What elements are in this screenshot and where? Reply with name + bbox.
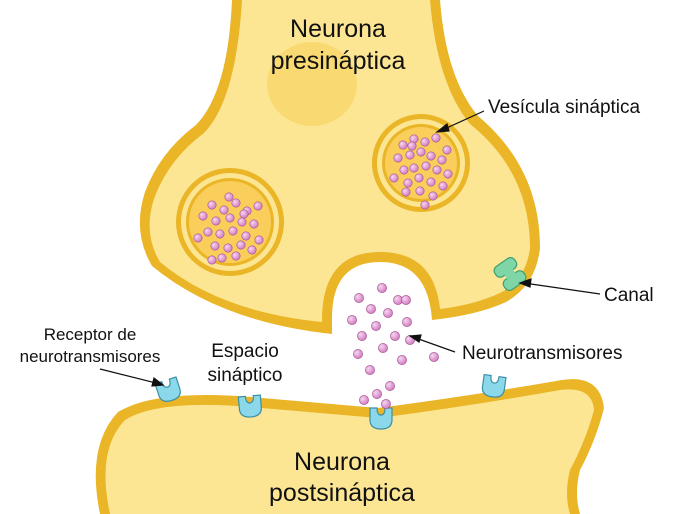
neurotransmitter-molecule (437, 155, 447, 165)
postsynaptic-label-line1: Neurona (294, 448, 390, 476)
neurotransmitter-molecule (203, 227, 213, 237)
cleft-label-line1: Espacio (211, 341, 279, 362)
neurotransmitter-molecule (365, 365, 375, 375)
neurotransmitter-molecule (217, 253, 227, 263)
neurotransmitters-label: Neurotransmisores (462, 343, 623, 364)
channel-pointer-arrowhead (518, 278, 532, 288)
pointer-lines (99, 110, 601, 387)
presynaptic-label-line2: presináptica (271, 47, 406, 75)
neurotransmitter-receptor (369, 407, 393, 430)
neurotransmitter-molecule (211, 216, 221, 226)
channel-label: Canal (604, 285, 654, 306)
neurotransmitter-molecule (393, 153, 403, 163)
neurotransmitter-molecule (193, 233, 203, 243)
neurotransmitter-molecule (401, 295, 411, 305)
neurotransmitter-receptor (237, 394, 262, 418)
neurotransmitter-molecule (254, 235, 264, 245)
neurotransmitter-molecule (426, 151, 436, 161)
neurotransmitter-molecule (443, 169, 453, 179)
receptor-label-line2: neurotransmisores (20, 347, 161, 366)
neurotransmitter-molecule (383, 308, 393, 318)
neurotransmitter-molecule (429, 352, 439, 362)
neurotransmitter-molecule (438, 181, 448, 191)
neurotransmitter-molecule (401, 187, 411, 197)
neurotransmitter-molecule (207, 200, 217, 210)
neurotransmitter-molecule (385, 381, 395, 391)
channel-pointer (523, 282, 601, 295)
neurotransmitter-molecule (432, 165, 442, 175)
neurotransmitter-molecule (236, 240, 246, 250)
neurotransmitter-molecule (224, 192, 234, 202)
neurotransmitter-molecule (210, 241, 220, 251)
neurotransmitter-molecule (372, 389, 382, 399)
neurotransmitter-molecule (253, 201, 263, 211)
neurotransmitter-receptor (481, 373, 507, 398)
neurotransmitter-molecule (420, 137, 430, 147)
vesicle-pointer-arrowhead (435, 122, 450, 133)
neurotransmitter-molecule (397, 355, 407, 365)
neurotransmitter-molecule (354, 293, 364, 303)
neurotransmitter-molecule (371, 321, 381, 331)
receptor-pointer (99, 368, 161, 385)
neurotransmitter-molecule (228, 226, 238, 236)
neurotransmitter-molecule (207, 255, 217, 265)
neurotransmitter-molecule (219, 205, 229, 215)
synaptic-vesicle (372, 114, 470, 212)
neurotransmitter-molecule (398, 140, 408, 150)
neurotransmitter-molecule (377, 283, 387, 293)
neurotransmitter-molecule (389, 173, 399, 183)
neurotransmitter-molecule (231, 198, 241, 208)
neurotransmitter-molecule (421, 161, 431, 171)
neurotransmitter-molecule (247, 245, 257, 255)
neurotransmitter-molecule (399, 165, 409, 175)
cleft-label-line2: sináptico (208, 365, 283, 386)
neurotransmitter-molecule (215, 229, 225, 239)
neurotransmitter-molecule (231, 251, 241, 261)
neurotransmitter-molecule (378, 343, 388, 353)
neurotransmitter-molecule (366, 304, 376, 314)
neurotransmitter-molecule (428, 191, 438, 201)
postsynaptic-cytoplasm (105, 389, 594, 514)
neurotransmitter-molecule (414, 173, 424, 183)
neurotransmitter-molecule (442, 145, 452, 155)
neurotransmitter-molecule (407, 141, 417, 151)
neurotransmitter-molecule (359, 395, 369, 405)
nucleus (267, 42, 357, 126)
neurotransmitter-molecule (420, 200, 430, 210)
neurotransmitter-molecule (223, 243, 233, 253)
neurotransmitter-molecule (239, 209, 249, 219)
neurotransmitter-molecule (415, 186, 425, 196)
neurotransmitter-molecule (402, 317, 412, 327)
neurotransmitters-pointer-arrowhead (408, 334, 422, 343)
neurotransmitter-molecule (431, 133, 441, 143)
neurotransmitter-molecule (241, 231, 251, 241)
neurotransmitter-molecule (416, 147, 426, 157)
neurotransmitter-molecule (198, 211, 208, 221)
neurotransmitter-molecule (357, 331, 367, 341)
neurotransmitter-molecule (381, 399, 391, 409)
synaptic-vesicle (176, 168, 284, 276)
neurotransmitter-molecule (347, 315, 357, 325)
neurotransmitter-molecule (426, 177, 436, 187)
receptor-label-line1: Receptor de (44, 325, 137, 344)
vesicle-label: Vesícula sináptica (488, 97, 641, 118)
neurotransmitter-molecule (237, 217, 247, 227)
neurotransmitter-molecule (403, 178, 413, 188)
postsynaptic-label-line2: postsináptica (269, 479, 415, 507)
neurotransmitter-molecule (353, 349, 363, 359)
presynaptic-label-line1: Neurona (290, 15, 386, 43)
neurotransmitter-molecule (405, 150, 415, 160)
neurotransmitter-molecule (249, 219, 259, 229)
neurotransmitter-molecule (409, 163, 419, 173)
neurotransmitter-molecule (225, 213, 235, 223)
receptor-pointer-arrowhead (151, 376, 165, 387)
channel-protein (493, 257, 527, 291)
neurotransmitter-molecule (390, 331, 400, 341)
